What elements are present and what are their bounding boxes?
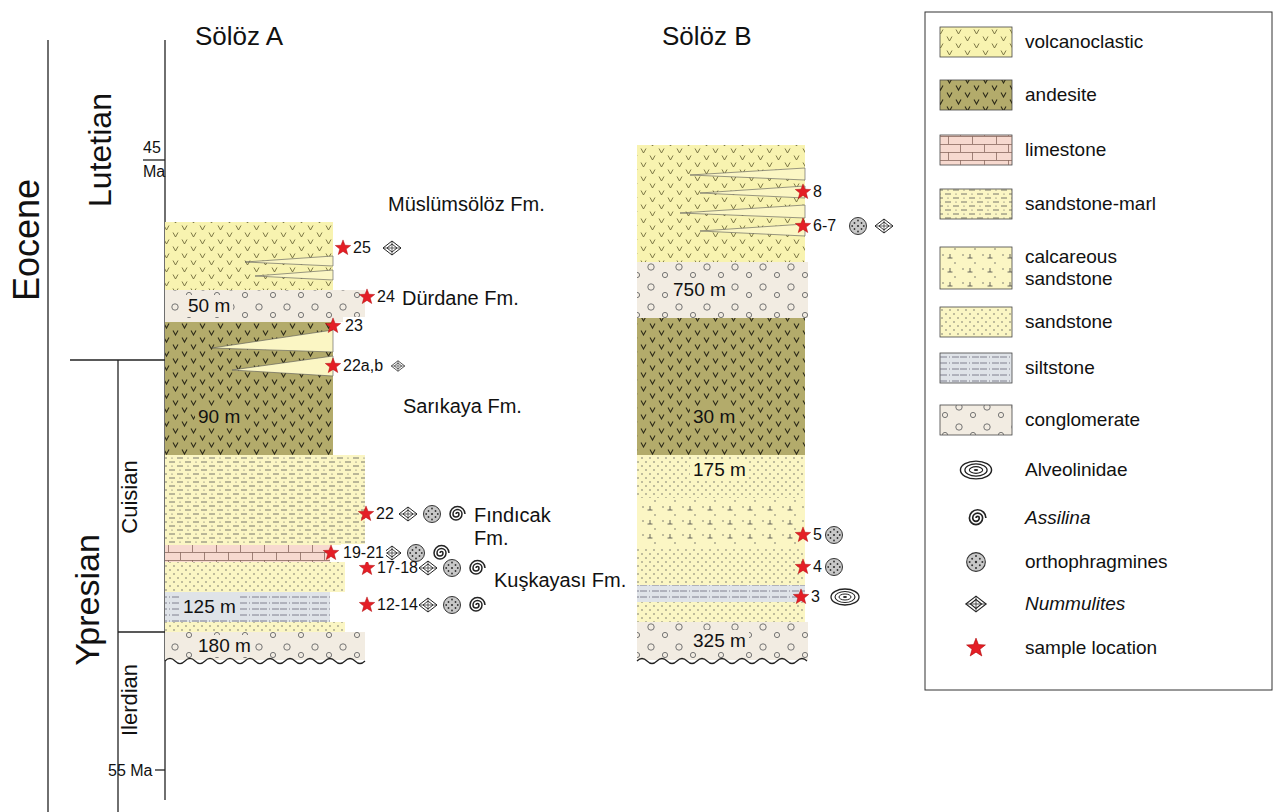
legend-swatch <box>940 189 1012 219</box>
legend-frame <box>925 12 1272 690</box>
thickness-label: 90 m <box>195 406 243 428</box>
stage-label: Lutetian <box>82 93 119 207</box>
sample-number: 25 <box>353 239 371 257</box>
sample-number: 4 <box>813 558 822 576</box>
legend-label: sandstone-marl <box>1025 193 1156 215</box>
thickness-label: 325 m <box>690 630 749 652</box>
column-title: Sölöz A <box>195 22 283 52</box>
substage-label: Ilerdian <box>117 664 142 736</box>
legend-swatch <box>940 353 1012 383</box>
legend-label: limestone <box>1025 139 1106 161</box>
sample-number: 22a,b <box>343 357 383 375</box>
legend-label: siltstone <box>1025 357 1095 379</box>
legend-swatch <box>940 307 1012 337</box>
layer-thickness-box: 180 m <box>165 632 365 660</box>
legend-swatch-pattern <box>940 80 1012 110</box>
sample-number: 5 <box>813 526 822 544</box>
sample-number: 12-14 <box>377 596 418 614</box>
layer-thickness-box: 90 m <box>165 322 333 455</box>
sample-stars <box>323 184 810 612</box>
formation-label: Müslümsölöz Fm. <box>388 193 545 216</box>
layer-thickness-box: 175 m <box>637 455 805 622</box>
sample-number: 24 <box>377 288 395 306</box>
layer-thickness-box: 50 m <box>165 290 365 322</box>
formation-label: Fındıcak Fm. <box>474 504 554 550</box>
legend-swatch-pattern <box>940 189 1012 219</box>
legend-label: Assilina <box>1025 507 1090 529</box>
layer-thickness-box: 325 m <box>637 622 808 660</box>
age-tick-label: 45 Ma <box>143 136 169 184</box>
thickness-label: 175 m <box>690 459 749 481</box>
age-tick-label: 55 Ma <box>108 762 152 780</box>
thickness-label: 750 m <box>670 279 729 301</box>
stage-label: Ypresian <box>68 534 107 666</box>
legend-swatch <box>940 80 1012 110</box>
sample-number: 6-7 <box>813 217 836 235</box>
column-sololz-a <box>165 222 365 664</box>
layer-thickness-box: 125 m <box>165 592 330 622</box>
sample-number: 22 <box>376 505 394 523</box>
layer-thickness-box: 30 m <box>637 318 805 455</box>
legend-label: Alveolinidae <box>1025 459 1127 481</box>
legend-swatch-pattern <box>940 135 1012 165</box>
thickness-label: 180 m <box>195 635 254 657</box>
legend-swatch-pattern <box>940 353 1012 383</box>
legend-swatch-pattern <box>940 405 1012 435</box>
legend-label: orthophragmines <box>1025 551 1168 573</box>
formation-label: Dürdane Fm. <box>402 287 519 310</box>
epoch-label: Eocene <box>6 179 47 301</box>
legend-swatch <box>940 247 1012 289</box>
legend-label: sample location <box>1025 637 1157 659</box>
legend-swatch-pattern <box>940 27 1012 57</box>
legend-label: sandstone <box>1025 311 1113 333</box>
legend-label: Nummulites <box>1025 593 1125 615</box>
thickness-label: 30 m <box>690 406 738 428</box>
substage-label: Cuisian <box>117 460 142 533</box>
legend-swatch-pattern <box>940 307 1012 337</box>
column-title: Sölöz B <box>662 22 752 52</box>
layer-thickness-box: 750 m <box>637 262 808 318</box>
sample-number: 3 <box>811 588 820 606</box>
legend-swatch <box>940 27 1012 57</box>
fossil-symbols <box>383 218 893 614</box>
formation-label: Sarıkaya Fm. <box>403 395 522 418</box>
legend-swatch <box>940 405 1012 435</box>
legend-swatch-pattern <box>940 247 1012 289</box>
legend-label: andesite <box>1025 84 1097 106</box>
legend-label: volcanoclastic <box>1025 31 1143 53</box>
column-sololz-b <box>637 145 808 664</box>
sample-number: 17-18 <box>377 559 418 577</box>
legend-swatch <box>940 135 1012 165</box>
thickness-label: 125 m <box>180 596 239 618</box>
formation-label: Kuşkayası Fm. <box>494 569 626 592</box>
thickness-label: 50 m <box>185 295 233 317</box>
sample-number: 8 <box>813 183 822 201</box>
sample-number: 23 <box>343 317 365 335</box>
legend-label: conglomerate <box>1025 409 1140 431</box>
legend-label: calcareous sandstone <box>1025 246 1155 290</box>
